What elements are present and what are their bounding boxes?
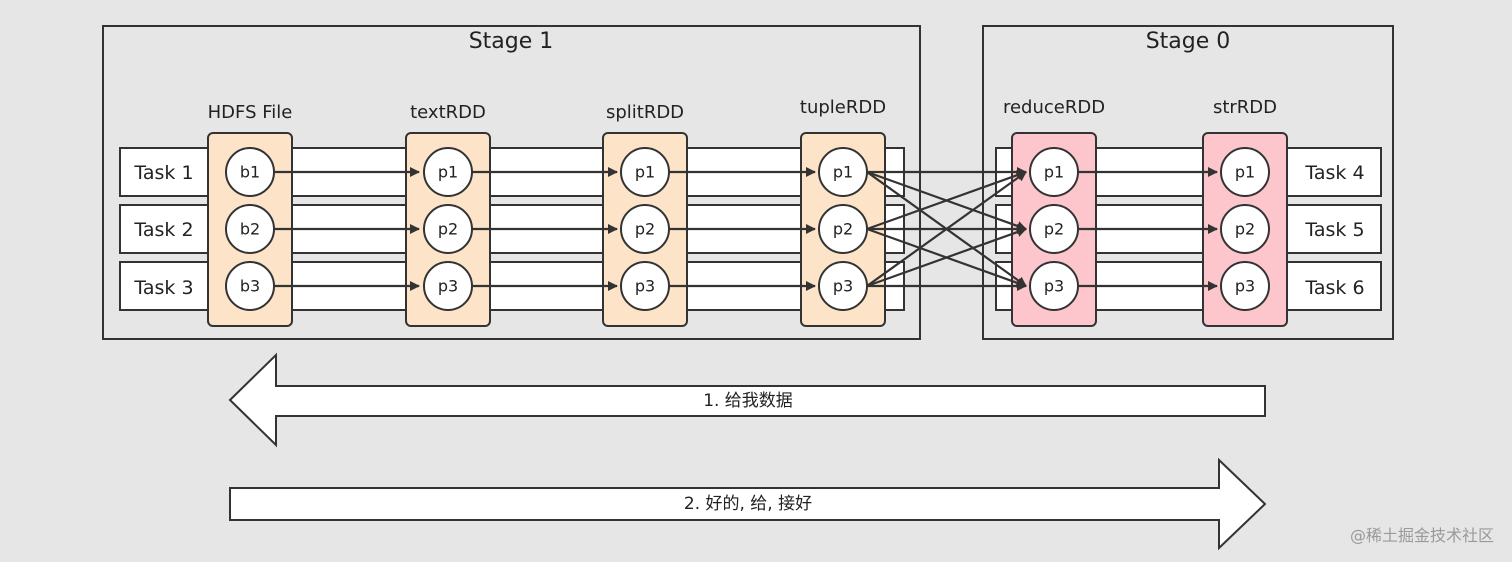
node-label-hdfs-b2: b2	[240, 220, 260, 239]
task-label-2: Task 2	[133, 219, 193, 241]
node-strrdd-p1	[1220, 147, 1270, 197]
response-arrow-label: 2. 好的, 给, 接好	[684, 494, 812, 514]
task-label-6: Task 6	[1304, 277, 1364, 299]
node-label-hdfs-b1: b1	[240, 163, 260, 182]
column-label-reducerdd: reduceRDD	[1003, 97, 1105, 118]
node-label-reducerdd-p3: p3	[1044, 277, 1064, 296]
column-label-hdfs-file: HDFS File	[208, 102, 293, 123]
node-label-hdfs-b3: b3	[240, 277, 260, 296]
node-reducerdd-p3	[1029, 261, 1079, 311]
node-reducerdd-p2	[1029, 204, 1079, 254]
column-label-textrdd: textRDD	[410, 102, 486, 123]
shuffle-p3-p1	[866, 171, 1027, 287]
nodes-textrdd: p1 p2 p3	[423, 147, 473, 311]
stage-0-title: Stage 0	[1146, 29, 1231, 54]
node-tuplerdd-p3	[818, 261, 868, 311]
node-splitrdd-p1	[620, 147, 670, 197]
node-label-strrdd-p3: p3	[1235, 277, 1255, 296]
stage-1-title: Stage 1	[469, 29, 554, 54]
task-label-3: Task 3	[133, 277, 193, 299]
node-tuplerdd-p2	[818, 204, 868, 254]
node-tuplerdd-p1	[818, 147, 868, 197]
node-label-splitrdd-p3: p3	[635, 277, 655, 296]
task-label-5: Task 5	[1304, 219, 1364, 241]
response-arrow-right	[229, 457, 1267, 551]
request-arrow-left	[228, 352, 1266, 448]
node-hdfs-b2	[225, 204, 275, 254]
node-splitrdd-p3	[620, 261, 670, 311]
node-textrdd-p2	[423, 204, 473, 254]
node-textrdd-p3	[423, 261, 473, 311]
node-strrdd-p3	[1220, 261, 1270, 311]
node-label-tuplerdd-p1: p1	[833, 163, 853, 182]
request-arrow-label: 1. 给我数据	[703, 391, 793, 411]
shuffle-links	[866, 167, 1027, 291]
task-label-4: Task 4	[1304, 162, 1364, 184]
watermark: @稀土掘金技术社区	[1350, 526, 1494, 545]
node-label-textrdd-p2: p2	[438, 220, 458, 239]
nodes-hdfs-file: b1 b2 b3	[225, 147, 275, 311]
task-label-1: Task 1	[133, 162, 193, 184]
node-label-textrdd-p1: p1	[438, 163, 458, 182]
node-label-tuplerdd-p2: p2	[833, 220, 853, 239]
column-label-splitrdd: splitRDD	[606, 102, 684, 123]
node-label-reducerdd-p2: p2	[1044, 220, 1064, 239]
nodes-strrdd: p1 p2 p3	[1220, 147, 1270, 311]
node-label-strrdd-p2: p2	[1235, 220, 1255, 239]
nodes-reducerdd: p1 p2 p3	[1029, 147, 1079, 311]
node-label-strrdd-p1: p1	[1235, 163, 1255, 182]
shuffle-p2-p1	[866, 170, 1027, 231]
node-hdfs-b1	[225, 147, 275, 197]
node-hdfs-b3	[225, 261, 275, 311]
node-label-textrdd-p3: p3	[438, 277, 458, 296]
column-label-tuplerdd: tupleRDD	[800, 97, 886, 118]
node-textrdd-p1	[423, 147, 473, 197]
nodes-tuplerdd: p1 p2 p3	[818, 147, 868, 311]
shuffle-p3-p2	[866, 227, 1027, 288]
node-label-splitrdd-p2: p2	[635, 220, 655, 239]
column-label-strrdd: strRDD	[1213, 97, 1277, 118]
nodes-splitrdd: p1 p2 p3	[620, 147, 670, 311]
node-label-tuplerdd-p3: p3	[833, 277, 853, 296]
narrow-links	[274, 167, 1218, 291]
node-splitrdd-p2	[620, 204, 670, 254]
node-strrdd-p2	[1220, 204, 1270, 254]
node-reducerdd-p1	[1029, 147, 1079, 197]
node-label-splitrdd-p1: p1	[635, 163, 655, 182]
node-label-reducerdd-p1: p1	[1044, 163, 1064, 182]
